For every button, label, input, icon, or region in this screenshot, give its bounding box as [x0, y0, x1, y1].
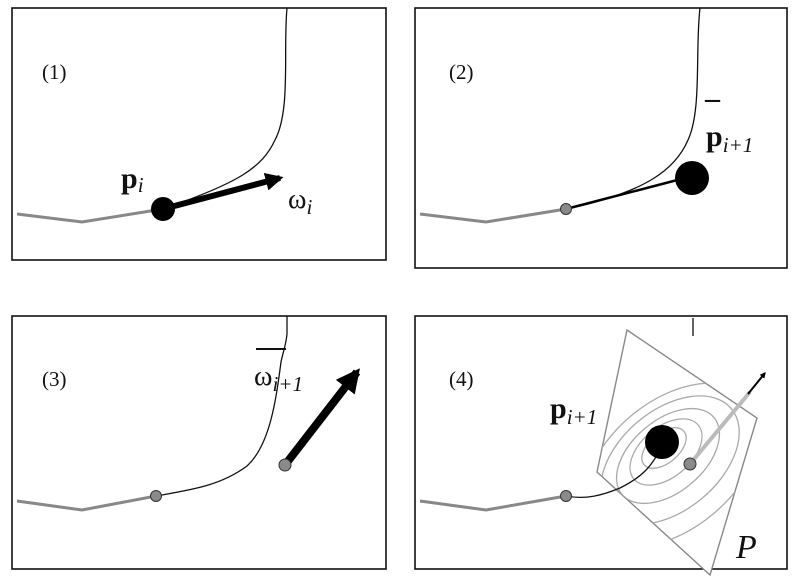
panel-1-traced-curve [16, 207, 164, 224]
panel-1-direction-label: ωi [288, 184, 312, 219]
panel-2-direction-arrow [565, 175, 687, 211]
panel-4-previous-point [560, 490, 572, 502]
panel-1-point-label: pi [121, 162, 144, 197]
panel-4-corrected-point [645, 425, 679, 459]
panel-4-target-curve [565, 444, 663, 499]
panel-4-plane-normal [688, 390, 752, 466]
panel-2-frame [414, 7, 788, 269]
panel-3-direction-label: ωi+1 [254, 361, 303, 396]
panel-3-number: (3) [42, 367, 67, 391]
panel-3-frame [11, 315, 387, 570]
panel-4-predicted-point [683, 457, 697, 471]
panel-3-new-point [278, 458, 292, 472]
panel-4-point-label: pi+1 [550, 392, 597, 429]
panel-2-predicted-point [675, 161, 709, 195]
panel-1: (1) pi ωi [11, 7, 387, 261]
panel-4-number: (4) [449, 367, 474, 391]
panel-1-frame [11, 7, 387, 261]
panel-1-number: (1) [42, 60, 67, 84]
panel-4-normal-arrow [747, 372, 766, 395]
panel-2-traced-curve [419, 207, 567, 224]
panel-4-traced-curve [419, 494, 567, 512]
panel-1-direction-arrow [162, 172, 284, 212]
panel-2-target-curve [565, 7, 701, 210]
panel-4: (4) pi+1 P [414, 315, 788, 577]
panel-4-plane-label: P [735, 529, 757, 566]
panel-3: (3) ωi+1 [11, 315, 387, 570]
panel-1-current-point [151, 197, 175, 221]
panel-3-direction-arrow [281, 368, 361, 468]
panel-2-number: (2) [449, 60, 474, 84]
panel-2: (2) – pi+1 [414, 7, 788, 269]
panel-2-point-label: pi+1 [706, 120, 753, 157]
panel-1-target-curve [162, 7, 288, 210]
panel-3-previous-point [150, 490, 162, 502]
panel-3-traced-curve [16, 494, 157, 512]
panel-2-previous-point [560, 203, 572, 215]
panel-2-bar: – [704, 82, 721, 115]
